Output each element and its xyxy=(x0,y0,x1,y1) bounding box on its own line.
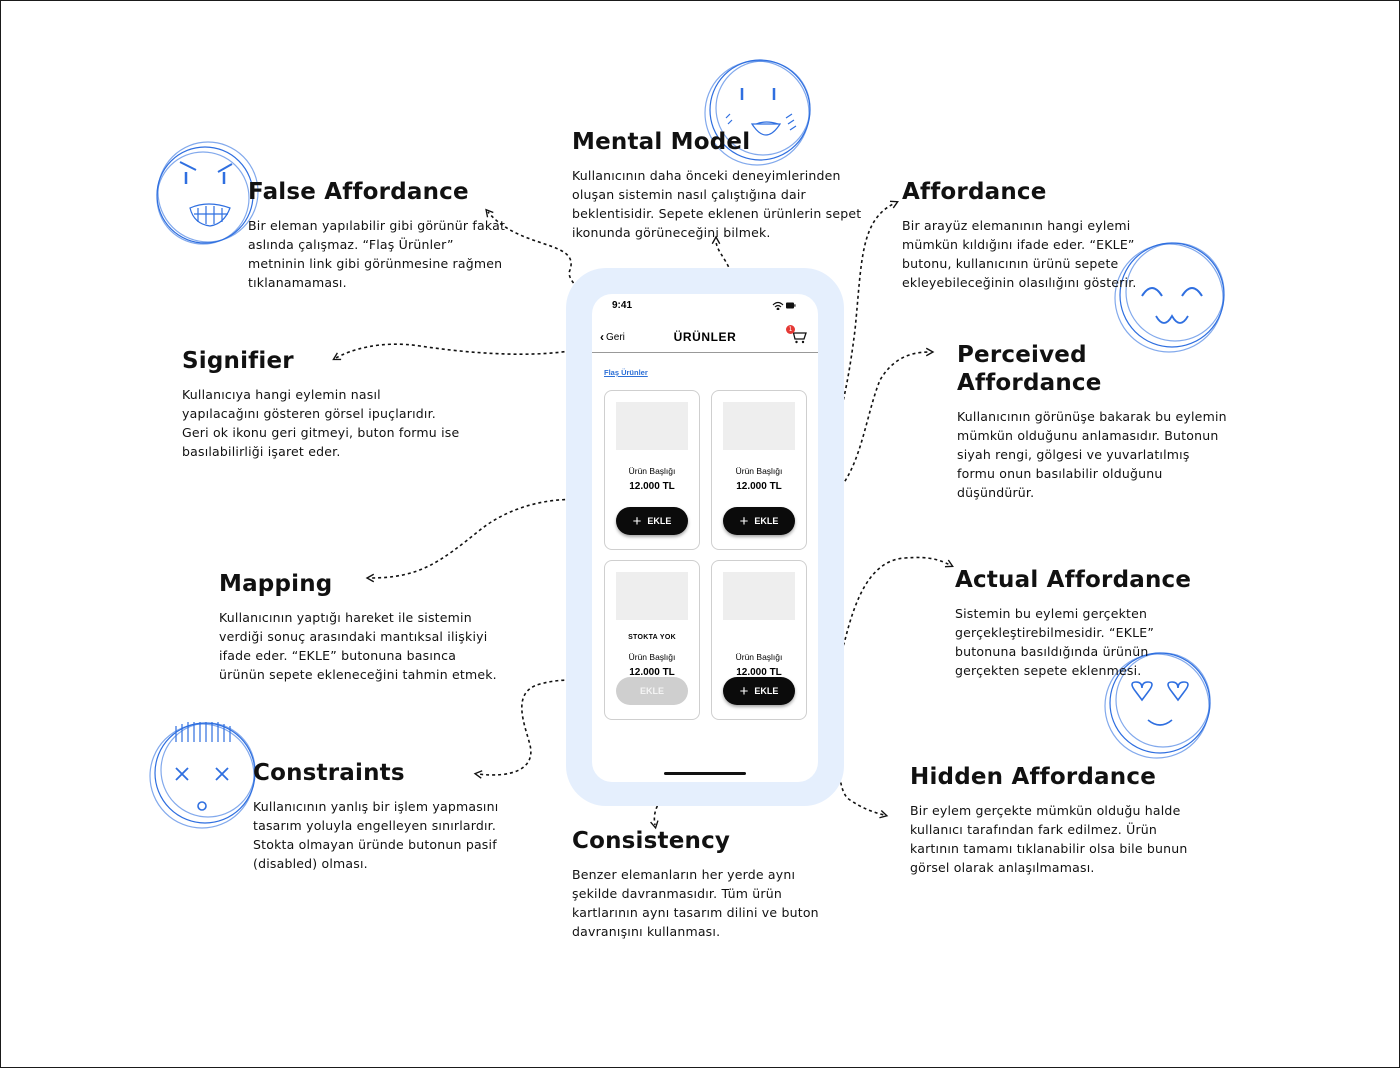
concept-description: Kullanıcının daha önceki deneyimlerinden… xyxy=(572,168,862,240)
concept-description: Kullanıcının yaptığı hareket ile sistemi… xyxy=(219,610,497,682)
page-title: ÜRÜNLER xyxy=(673,330,737,344)
concept-title: Actual Affordance xyxy=(955,567,1192,593)
concept-title: False Affordance xyxy=(248,179,469,205)
concept-title: Affordance xyxy=(902,179,1047,205)
concept-hidden-affordance: Hidden Affordance Bir eylem gerçekte müm… xyxy=(910,763,1190,877)
plus-icon: + xyxy=(632,512,642,530)
product-price: 12.000 TL xyxy=(736,667,782,678)
concept-description: Kullanıcının görünüşe bakarak bu eylemin… xyxy=(957,409,1227,500)
add-button-label: EKLE xyxy=(754,686,779,696)
product-card[interactable]: Ürün Başlığı 12.000 TL + EKLE xyxy=(711,560,807,720)
concept-description: Benzer elemanların her yerde aynı şekild… xyxy=(572,867,819,939)
concept-consistency: Consistency Benzer elemanların her yerde… xyxy=(572,827,842,941)
phone-mockup: 9:41 ‹ Geri ÜRÜNLER xyxy=(566,268,844,806)
product-image-placeholder xyxy=(723,402,795,450)
concept-title: Perceived Affordance xyxy=(957,342,1102,396)
product-card[interactable]: Ürün Başlığı 12.000 TL + EKLE xyxy=(604,390,700,550)
back-button[interactable]: ‹ Geri xyxy=(600,330,625,344)
add-button-label: EKLE xyxy=(754,516,779,526)
status-bar: 9:41 xyxy=(592,300,818,314)
concept-mapping: Mapping Kullanıcının yaptığı hareket ile… xyxy=(219,570,499,684)
product-price: 12.000 TL xyxy=(629,667,675,678)
product-title: Ürün Başlığı xyxy=(735,466,783,476)
product-card-out-of-stock[interactable]: STOKTA YOK Ürün Başlığı 12.000 TL EKLE xyxy=(604,560,700,720)
plus-icon: + xyxy=(739,682,749,700)
flash-products-link[interactable]: Flaş Ürünler xyxy=(604,368,648,377)
add-button-label: EKLE xyxy=(647,516,672,526)
add-to-cart-button[interactable]: + EKLE xyxy=(616,507,688,535)
concept-description: Kullanıcının yanlış bir işlem yapmasını … xyxy=(253,799,499,871)
concept-signifier: Signifier Kullanıcıya hangi eylemin nası… xyxy=(182,347,462,461)
status-icons xyxy=(772,301,796,313)
phone-screen: 9:41 ‹ Geri ÜRÜNLER xyxy=(592,294,818,782)
add-button-label: EKLE xyxy=(639,686,664,696)
out-of-stock-label: STOKTA YOK xyxy=(628,634,676,641)
product-title: Ürün Başlığı xyxy=(628,652,676,662)
cart-badge: 1 xyxy=(786,325,795,334)
concept-title: Mental Model xyxy=(572,129,751,155)
concept-mental-model: Mental Model Kullanıcının daha önceki de… xyxy=(572,128,862,242)
concept-perceived-affordance: Perceived Affordance Kullanıcının görünü… xyxy=(957,341,1227,502)
product-card[interactable]: Ürün Başlığı 12.000 TL + EKLE xyxy=(711,390,807,550)
product-image-placeholder xyxy=(616,572,688,620)
add-to-cart-button[interactable]: + EKLE xyxy=(723,507,795,535)
concept-title: Constraints xyxy=(253,760,405,786)
back-label: Geri xyxy=(606,331,625,343)
concept-description: Bir eylem gerçekte mümkün olduğu halde k… xyxy=(910,803,1188,875)
product-price: 12.000 TL xyxy=(736,481,782,492)
cart-button[interactable]: 1 xyxy=(786,325,808,346)
status-time: 9:41 xyxy=(612,300,633,311)
concept-title: Mapping xyxy=(219,571,333,597)
battery-icon xyxy=(786,302,796,309)
concept-description: Bir arayüz elemanının hangi eylemi mümkü… xyxy=(902,218,1137,290)
concept-affordance: Affordance Bir arayüz elemanının hangi e… xyxy=(902,178,1142,292)
concept-constraints: Constraints Kullanıcının yanlış bir işle… xyxy=(253,759,523,873)
home-indicator xyxy=(664,772,746,775)
plus-icon: + xyxy=(739,512,749,530)
concept-description: Sistemin bu eylemi gerçekten gerçekleşti… xyxy=(955,606,1155,678)
product-title: Ürün Başlığı xyxy=(628,466,676,476)
concept-title: Signifier xyxy=(182,348,294,374)
wifi-icon xyxy=(772,301,784,311)
concept-title: Hidden Affordance xyxy=(910,764,1156,790)
back-chevron-icon: ‹ xyxy=(600,330,604,344)
nav-bar: ‹ Geri ÜRÜNLER 1 xyxy=(592,324,818,353)
concept-actual-affordance: Actual Affordance Sistemin bu eylemi ger… xyxy=(955,566,1205,680)
product-title: Ürün Başlığı xyxy=(735,652,783,662)
concept-description: Kullanıcıya hangi eylemin nasıl yapılaca… xyxy=(182,387,460,459)
product-image-placeholder xyxy=(616,402,688,450)
add-to-cart-button[interactable]: + EKLE xyxy=(723,677,795,705)
concept-title: Consistency xyxy=(572,828,731,854)
concept-false-affordance: False Affordance Bir eleman yapılabilir … xyxy=(248,178,508,292)
add-to-cart-button-disabled: EKLE xyxy=(616,677,688,705)
concept-description: Bir eleman yapılabilir gibi görünür faka… xyxy=(248,218,506,290)
product-price: 12.000 TL xyxy=(629,481,675,492)
product-image-placeholder xyxy=(723,572,795,620)
